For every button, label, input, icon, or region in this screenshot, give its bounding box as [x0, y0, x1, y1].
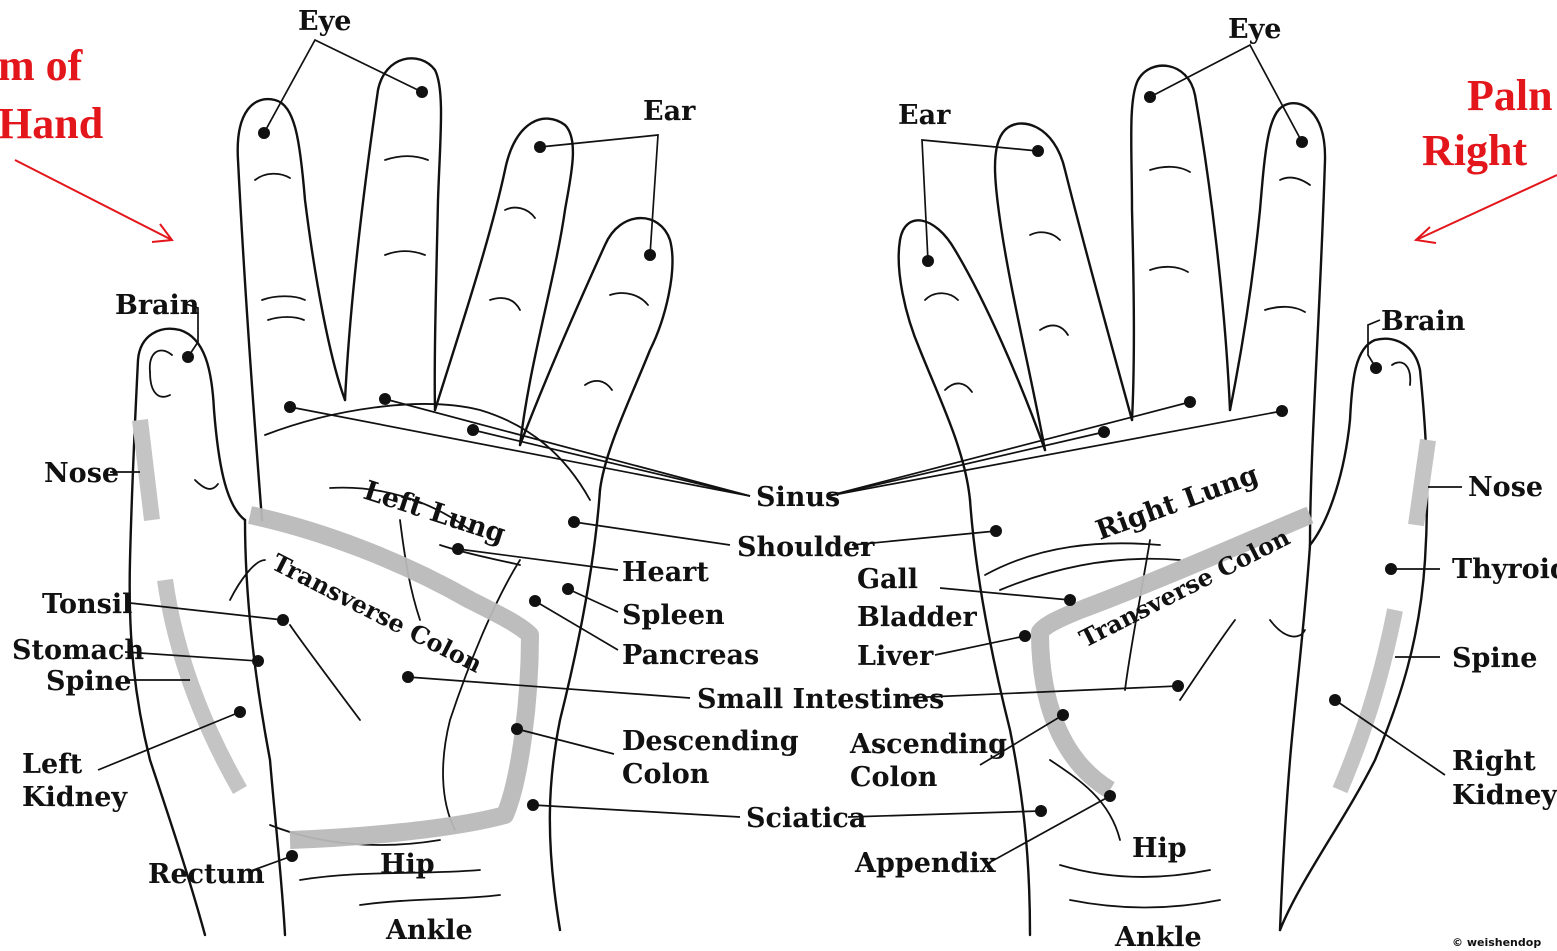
left-nose-zone [140, 420, 152, 520]
label-brain-left: Brain [115, 290, 200, 321]
label-spine-left: Spine [46, 666, 131, 697]
label-tonsil: Tonsil [42, 589, 132, 620]
left-red-arrow [15, 160, 172, 240]
label-left-lung: Left Lung [360, 475, 509, 550]
label-ankle-left: Ankle [385, 915, 473, 946]
label-bladder: Bladder [857, 602, 978, 633]
label-ear-right: Ear [898, 100, 951, 131]
label-right-kidney-2: Kidney [1452, 780, 1557, 811]
label-liver: Liver [857, 641, 934, 672]
label-spleen: Spleen [622, 600, 725, 631]
label-gall: Gall [857, 564, 918, 595]
label-heart: Heart [622, 557, 709, 588]
label-stomach: Stomach [12, 635, 144, 666]
right-title-line2: Right [1422, 126, 1527, 175]
label-right-kidney-1: Right [1452, 746, 1536, 777]
left-red-arrowhead [152, 224, 172, 242]
label-transverse-colon-left: Transverse Colon [267, 548, 487, 679]
label-rectum: Rectum [148, 859, 265, 890]
right-red-arrow [1416, 175, 1557, 240]
label-ascending: Ascending [849, 729, 1007, 760]
label-pancreas: Pancreas [622, 640, 759, 671]
label-sciatica: Sciatica [746, 803, 866, 834]
label-right-lung: Right Lung [1092, 459, 1263, 546]
label-left-kidney-1: Left [22, 749, 83, 780]
left-title-line1: m of [0, 41, 84, 90]
label-nose-right: Nose [1468, 472, 1543, 503]
label-descending-colon: Colon [622, 759, 710, 790]
label-appendix: Appendix [854, 848, 997, 879]
label-eye-right: Eye [1228, 14, 1281, 45]
label-ear-left: Ear [643, 96, 696, 127]
copyright-text: © weishendop [1452, 936, 1541, 949]
label-brain-right: Brain [1381, 306, 1466, 337]
label-thyroid: Thyroid [1452, 554, 1557, 585]
label-sinus: Sinus [756, 482, 840, 513]
label-eye-left: Eye [298, 6, 351, 37]
right-spine-zone [1340, 610, 1395, 790]
label-left-kidney-2: Kidney [22, 782, 128, 813]
right-title-line1: Paln [1467, 71, 1553, 120]
label-ankle-right: Ankle [1114, 922, 1202, 951]
label-spine-right: Spine [1452, 643, 1537, 674]
label-shoulder: Shoulder [737, 532, 875, 563]
label-ascending-colon: Colon [850, 762, 938, 793]
label-small-intestines: Small Intestines [697, 684, 944, 715]
label-nose-left: Nose [44, 458, 119, 489]
label-hip-right: Hip [1132, 833, 1187, 864]
label-descending: Descending [622, 726, 799, 757]
left-title-line2: Hand [0, 99, 103, 148]
label-hip-left: Hip [380, 849, 435, 880]
